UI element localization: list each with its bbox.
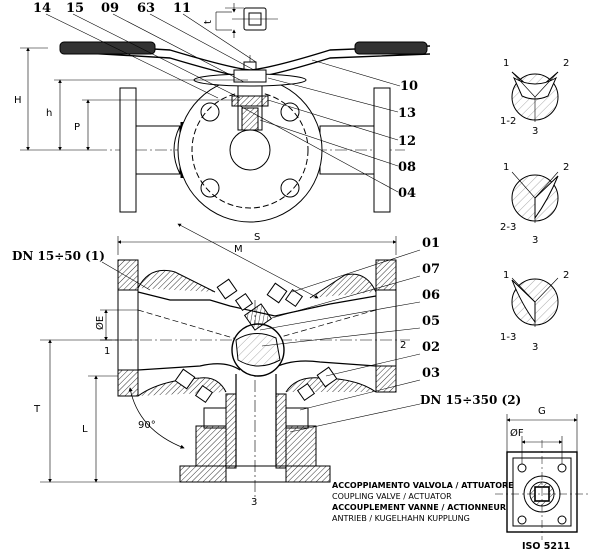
flow2-port1: 1 [503, 162, 509, 173]
flow-diagram-2-3 [511, 171, 559, 223]
flow1-port2: 2 [563, 58, 569, 69]
dim-P: P [74, 122, 80, 133]
top-view [20, 3, 431, 223]
caption-fr: ACCOUPLEMENT VANNE / ACTIONNEUR [332, 503, 506, 512]
part-04: 04 [398, 186, 416, 201]
part-12: 12 [398, 134, 416, 149]
part-05: 05 [422, 314, 440, 329]
title-dn-small: DN 15÷50 (1) [12, 249, 105, 263]
flow2-port3: 3 [532, 235, 538, 246]
flow-diagram-1-2 [511, 71, 559, 122]
part-06: 06 [422, 288, 440, 303]
part-11: 11 [173, 1, 191, 16]
dim-S: S [254, 232, 260, 243]
part-09: 09 [101, 1, 119, 16]
title-dn-large: DN 15÷350 (2) [420, 393, 521, 407]
port-left-label: 1 [104, 346, 110, 357]
part-63: 63 [137, 1, 155, 16]
flow3-port2: 2 [563, 270, 569, 281]
flow-diagram-1-3 [511, 277, 559, 327]
section-view [40, 223, 421, 500]
dim-M: M [234, 244, 243, 255]
flow1-port3: 3 [532, 126, 538, 137]
flow1-port1: 1 [503, 58, 509, 69]
flow3-port3: 3 [532, 342, 538, 353]
iso-label: ISO 5211 [522, 541, 570, 552]
part-08: 08 [398, 160, 416, 175]
part-07: 07 [422, 262, 440, 277]
flow2-caption: 2-3 [500, 222, 516, 233]
dim-h: h [46, 108, 52, 119]
caption-en: COUPLING VALVE / ACTUATOR [332, 492, 452, 501]
dim-F: ØF [510, 427, 524, 439]
flow3-caption: 1-3 [500, 332, 516, 343]
dim-angle: 90° [138, 420, 156, 431]
port-right-label: 2 [400, 340, 406, 351]
dim-E: ØE [94, 316, 106, 330]
dim-H: H [14, 95, 22, 106]
part-03: 03 [422, 366, 440, 381]
flow2-port2: 2 [563, 162, 569, 173]
dim-G: G [538, 406, 546, 417]
dim-T: T [33, 404, 41, 415]
part-13: 13 [398, 106, 416, 121]
caption-it: ACCOPPIAMENTO VALVOLA / ATTUATORE [332, 481, 514, 490]
flow1-caption: 1-2 [500, 116, 516, 127]
part-10: 10 [400, 79, 418, 94]
part-14: 14 [33, 1, 51, 16]
iso-flange-view [495, 414, 590, 540]
dim-L: L [82, 424, 88, 435]
port-bottom-label: 3 [251, 497, 257, 508]
part-15: 15 [66, 1, 84, 16]
dim-t: t [203, 20, 214, 24]
part-02: 02 [422, 340, 440, 355]
caption-de: ANTRIEB / KUGELHAHN KUPPLUNG [332, 514, 470, 523]
flow3-port1: 1 [503, 270, 509, 281]
part-01: 01 [422, 236, 440, 251]
